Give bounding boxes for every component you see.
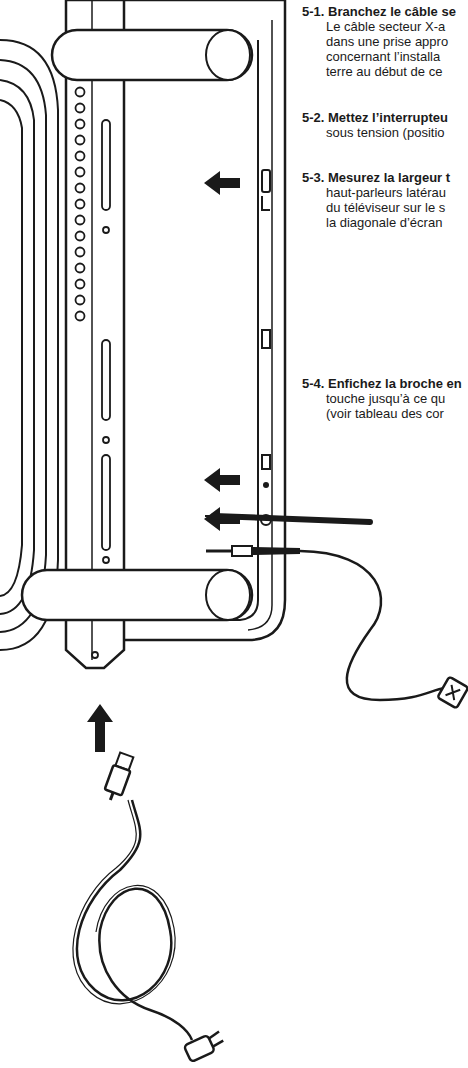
- bottom-rod: [22, 570, 252, 620]
- bracket-hole: [76, 104, 85, 113]
- step-text: sous tension (positio: [326, 125, 445, 140]
- bracket-hole: [76, 136, 85, 145]
- top-rod: [52, 30, 252, 80]
- step-text: du téléviseur sur le s: [326, 200, 445, 215]
- speaker-body: [120, 0, 285, 640]
- bracket-hole: [76, 200, 85, 209]
- step-text: la diagonale d’écran: [326, 215, 442, 230]
- bracket-hole: [76, 168, 85, 177]
- bracket-hole: [76, 232, 85, 241]
- step-text: haut-parleurs latérau: [326, 185, 446, 200]
- step-text: Le câble secteur X-a: [326, 19, 445, 34]
- trim-hole: [262, 455, 270, 469]
- bracket-hole: [76, 312, 85, 321]
- jack-cable: [206, 546, 468, 708]
- step-text: (voir tableau des cor: [326, 406, 444, 421]
- bracket-hole: [76, 248, 85, 257]
- step-text: touche jusqu’à ce qu: [326, 391, 445, 406]
- bracket-hole: [76, 296, 85, 305]
- bracket-hole: [76, 88, 85, 97]
- step-text: concernant l’installa: [326, 49, 440, 64]
- step-text: terre au début de ce: [326, 64, 442, 79]
- arrows: [87, 171, 240, 752]
- bracket-hole: [76, 152, 85, 161]
- step-heading: 5-3. Mesurez la largeur t: [302, 170, 450, 185]
- bracket-hole: [76, 280, 85, 289]
- step-heading: 5-4. Enfichez la broche en: [302, 376, 462, 391]
- power-switch: [262, 170, 270, 192]
- bracket-hole: [76, 264, 85, 273]
- step-heading: 5-1. Branchez le câble se: [302, 4, 456, 19]
- speaker-back: [0, 40, 58, 650]
- power-cable: [73, 752, 226, 1062]
- bracket-hole: [76, 120, 85, 129]
- trim-tool: [205, 516, 370, 522]
- step-text: dans une prise appro: [326, 34, 448, 49]
- bracket-hole: [76, 184, 85, 193]
- step-heading: 5-2. Mettez l’interrupteu: [302, 110, 448, 125]
- bracket: [66, 0, 124, 668]
- bracket-hole: [76, 216, 85, 225]
